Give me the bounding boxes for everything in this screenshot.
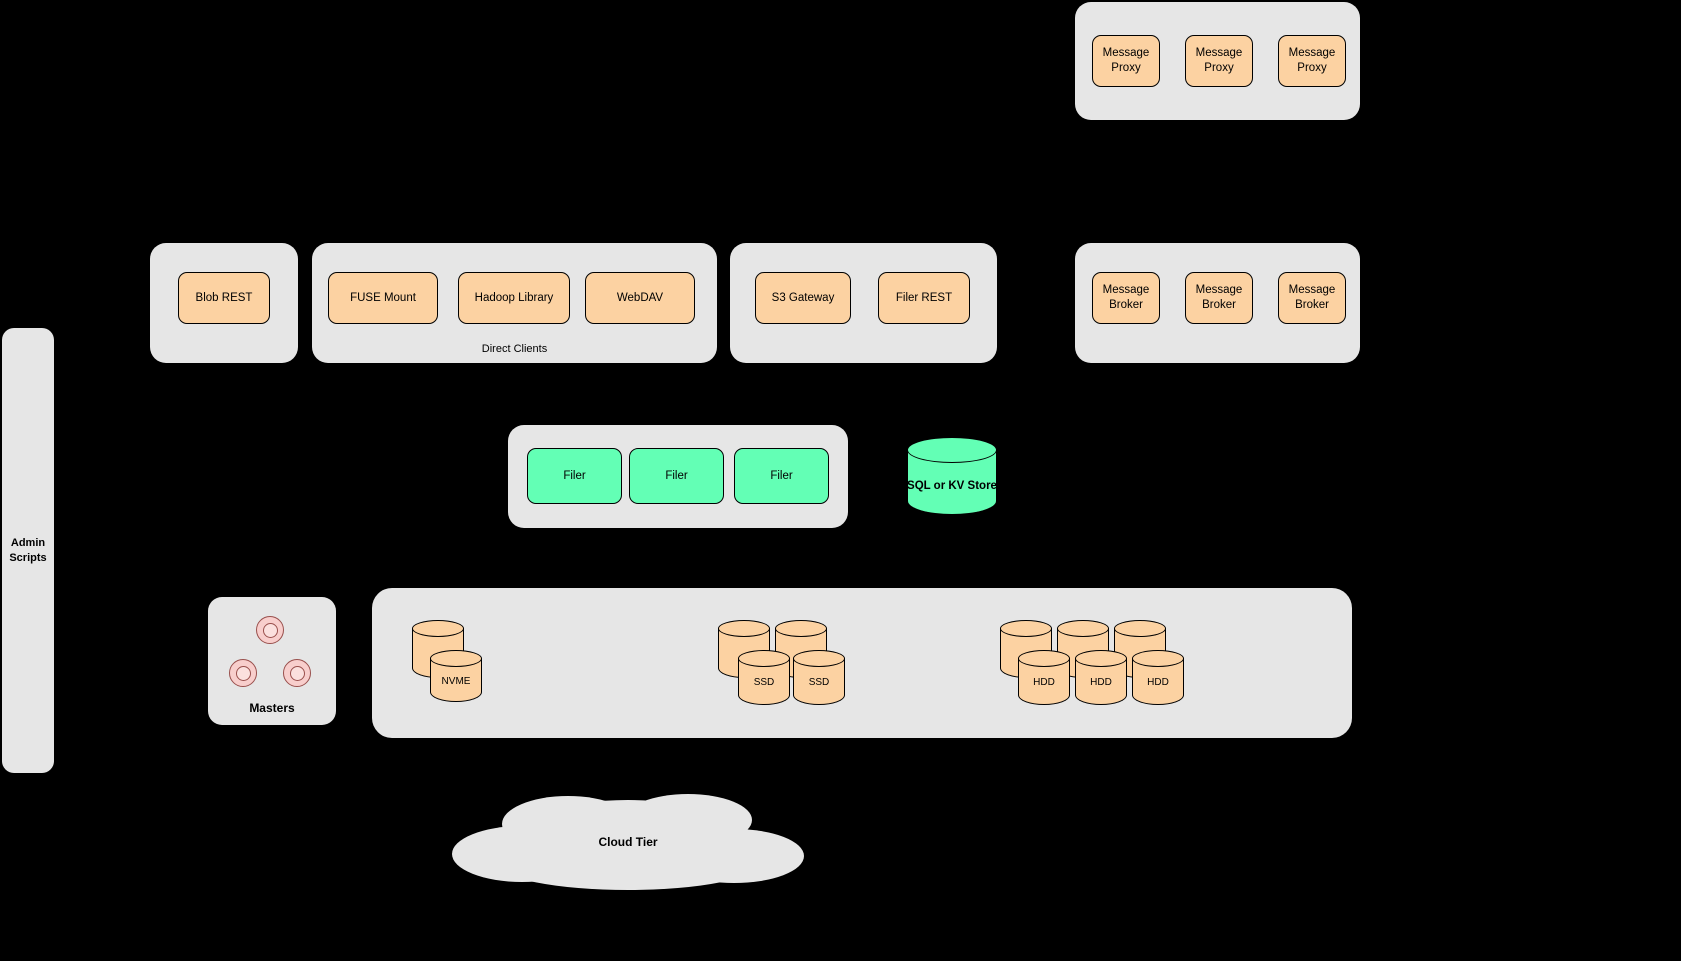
- cylinder-lid: [1114, 620, 1166, 637]
- admin-scripts-label: Admin Scripts: [9, 536, 47, 564]
- masters-panel: Masters: [208, 597, 336, 725]
- message-proxy-node: Message Proxy: [1278, 35, 1346, 87]
- cylinder-lid: [775, 620, 827, 637]
- ssd-volume-group: SSD SSD: [718, 620, 845, 705]
- cylinder-lid: [793, 650, 845, 667]
- ssd-cylinder-front: SSD: [738, 650, 790, 705]
- master-node-icon: [229, 659, 257, 687]
- blob-rest-node: Blob REST: [178, 272, 270, 324]
- message-broker-node: Message Broker: [1185, 272, 1253, 324]
- master-node-icon: [283, 659, 311, 687]
- hdd-label: HDD: [1033, 677, 1055, 689]
- message-proxy-panel: Message Proxy Message Proxy Message Prox…: [1075, 2, 1360, 120]
- blob-rest-panel: Blob REST: [150, 243, 298, 363]
- nvme-cylinder-front: NVME: [430, 650, 482, 702]
- admin-scripts-panel: Admin Scripts: [2, 328, 54, 773]
- cylinder-lid: [1132, 650, 1184, 667]
- hdd-volume-group: HDD HDD HDD: [1000, 620, 1184, 705]
- cylinder-lid: [412, 620, 464, 637]
- cylinder-lid: [907, 437, 997, 463]
- masters-label: Masters: [249, 701, 295, 715]
- filer-node: Filer: [629, 448, 724, 504]
- hadoop-library-node: Hadoop Library: [458, 272, 570, 324]
- ssd-label: SSD: [753, 677, 775, 689]
- message-broker-panel: Message Broker Message Broker Message Br…: [1075, 243, 1360, 363]
- filer-panel: Filer Filer Filer: [508, 425, 848, 528]
- master-node-icon: [256, 616, 284, 644]
- hdd-label: HDD: [1090, 677, 1112, 689]
- cylinder-lid: [1057, 620, 1109, 637]
- cloud-icon: [452, 794, 804, 890]
- direct-clients-panel: FUSE Mount Hadoop Library WebDAV Direct …: [312, 243, 717, 363]
- message-proxy-node: Message Proxy: [1092, 35, 1160, 87]
- fuse-mount-node: FUSE Mount: [328, 272, 438, 324]
- cylinder-lid: [1018, 650, 1070, 667]
- hdd-cylinder-front: HDD: [1075, 650, 1127, 705]
- cylinder-lid: [1000, 620, 1052, 637]
- hdd-cylinder-front: HDD: [1018, 650, 1070, 705]
- s3-gateway-node: S3 Gateway: [755, 272, 851, 324]
- cylinder-lid: [718, 620, 770, 637]
- gateway-panel: S3 Gateway Filer REST: [730, 243, 997, 363]
- sql-kv-store-cylinder: SQL or KV Store: [907, 437, 997, 515]
- hdd-cylinder-front: HDD: [1132, 650, 1184, 705]
- cloud-tier-label: Cloud Tier: [598, 835, 658, 849]
- filer-node: Filer: [527, 448, 622, 504]
- filer-rest-node: Filer REST: [878, 272, 970, 324]
- sql-kv-store-label: SQL or KV Store: [907, 479, 997, 492]
- message-proxy-node: Message Proxy: [1185, 35, 1253, 87]
- ssd-label: SSD: [808, 677, 830, 689]
- cylinder-lid: [738, 650, 790, 667]
- ssd-cylinder-front: SSD: [793, 650, 845, 705]
- cylinder-lid: [430, 650, 482, 667]
- nvme-volume-group: NVME: [412, 620, 482, 702]
- nvme-label: NVME: [441, 675, 471, 687]
- cloud-tier-shape: Cloud Tier: [450, 790, 806, 894]
- direct-clients-label: Direct Clients: [481, 343, 548, 355]
- message-broker-node: Message Broker: [1092, 272, 1160, 324]
- cylinder-lid: [1075, 650, 1127, 667]
- hdd-label: HDD: [1147, 677, 1169, 689]
- filer-node: Filer: [734, 448, 829, 504]
- webdav-node: WebDAV: [585, 272, 695, 324]
- message-broker-node: Message Broker: [1278, 272, 1346, 324]
- volume-servers-panel: NVME SSD SSD: [372, 588, 1352, 738]
